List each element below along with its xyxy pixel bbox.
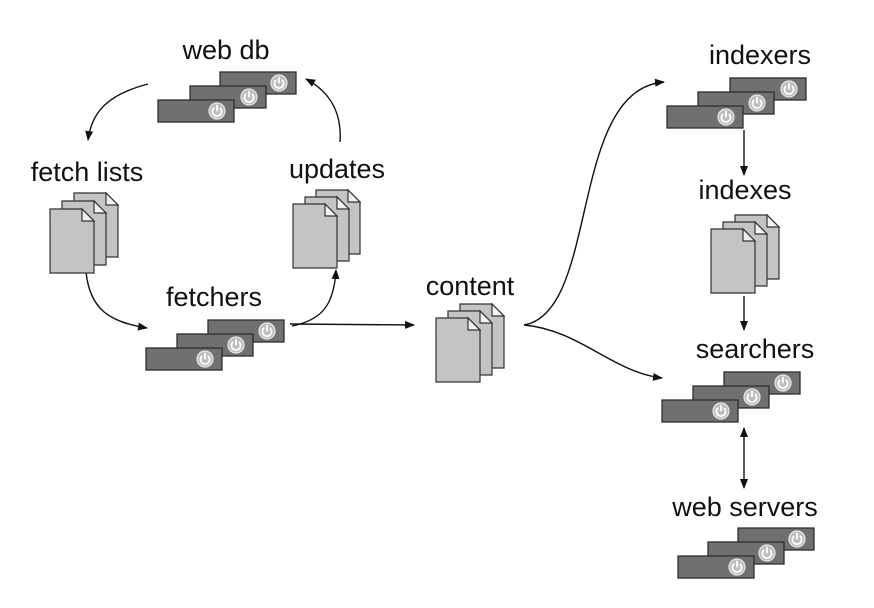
fetch-lists-label: fetch lists [31,157,144,187]
server-stack-icon [661,371,801,423]
edge-content-to-searchers [523,324,663,381]
searchers-label: searchers [696,334,815,364]
node-web-servers: web servers [671,492,818,579]
document-stack-icon [435,303,505,383]
node-indexes: indexes [698,175,792,294]
server-stack-icon [677,527,815,579]
content-label: content [426,271,515,301]
edge-webdb-to-fetchlists [85,83,149,141]
edge-updates-to-webdb [305,78,341,143]
edge-fetchlists-to-fetchers [85,271,148,331]
updates-label: updates [289,154,385,184]
node-indexers: indexers [666,40,811,129]
server-stack-icon [157,71,297,123]
node-content: content [426,271,515,383]
node-fetchers: fetchers [145,282,285,371]
document-stack-icon [710,214,780,294]
edge-fetchers-to-updates [291,269,340,327]
web-servers-label: web servers [671,492,818,522]
fetchers-label: fetchers [166,282,262,312]
indexers-label: indexers [709,40,811,70]
edges [85,78,748,489]
edge-fetchers-to-content [289,320,415,329]
server-stack-icon [666,77,807,129]
document-stack-icon [292,189,361,269]
web-db-label: web db [181,35,269,65]
node-fetch-lists: fetch lists [31,157,144,274]
node-web-db: web db [157,35,297,123]
server-stack-icon [145,319,285,371]
edge-content-to-indexers [523,78,665,326]
document-stack-icon [49,192,119,274]
node-searchers: searchers [661,334,815,423]
indexes-label: indexes [698,175,791,205]
node-updates: updates [289,154,385,269]
